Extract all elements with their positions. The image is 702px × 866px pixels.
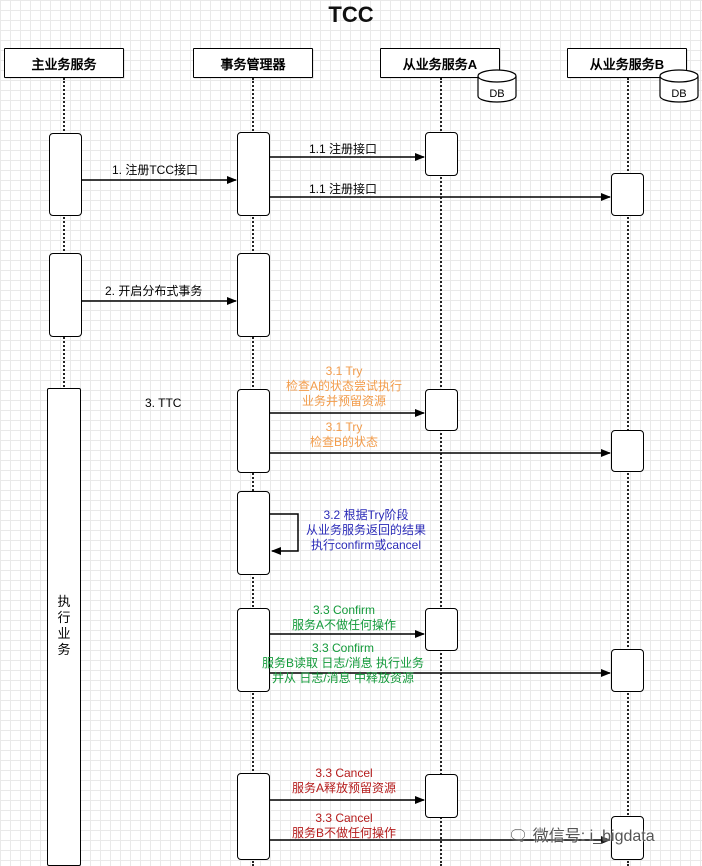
participant-main-service: 主业务服务 bbox=[4, 48, 124, 78]
lifeline-sub-service-a bbox=[440, 78, 442, 866]
activation-main-start bbox=[49, 253, 82, 337]
activation-tm-cancel bbox=[237, 773, 270, 860]
label-register-b: 1.1 注册接口 bbox=[309, 182, 378, 196]
activation-b-cancel bbox=[611, 816, 644, 860]
label-cancel-b: 3.3 Cancel 服务B不做任何操作 bbox=[291, 811, 396, 840]
label-decide: 3.2 根据Try阶段 从业务服务返回的结果 执行confirm或cancel bbox=[305, 508, 426, 552]
activation-a-register bbox=[425, 132, 458, 176]
database-b-icon: DB bbox=[659, 69, 699, 103]
arrow-decide-self bbox=[270, 513, 299, 555]
label-confirm-b: 3.3 Confirm 服务B读取 日志/消息 执行业务 并从 日志/消息 中释… bbox=[261, 641, 424, 685]
label-register-tcc: 1. 注册TCC接口 bbox=[112, 163, 199, 177]
label-ttc: 3. TTC bbox=[145, 396, 182, 410]
database-b-label: DB bbox=[671, 88, 686, 100]
activation-tm-try bbox=[237, 389, 270, 473]
activation-b-confirm bbox=[611, 649, 644, 692]
wechat-icon: 🗨 bbox=[508, 828, 529, 845]
watermark-text: 微信号: i_bigdata bbox=[532, 828, 655, 845]
participant-sub-service-b: 从业务服务B bbox=[567, 48, 687, 78]
participant-transaction-manager: 事务管理器 bbox=[193, 48, 313, 78]
label-cancel-a: 3.3 Cancel 服务A释放预留资源 bbox=[291, 766, 396, 795]
label-try-b: 3.1 Try 检查B的状态 bbox=[309, 420, 378, 449]
database-a-icon: DB bbox=[477, 69, 517, 103]
activation-tm-confirm bbox=[237, 608, 270, 692]
activation-b-register bbox=[611, 173, 644, 216]
activation-main-register bbox=[49, 133, 82, 216]
database-a-label: DB bbox=[489, 88, 504, 100]
activation-a-cancel bbox=[425, 774, 458, 818]
label-execute-business: 执行业务 bbox=[57, 594, 71, 657]
label-confirm-a: 3.3 Confirm 服务A不做任何操作 bbox=[291, 603, 396, 632]
activation-tm-decide bbox=[237, 491, 270, 575]
label-start-tx: 2. 开启分布式事务 bbox=[105, 284, 203, 298]
label-try-a: 3.1 Try 检查A的状态尝试执行 业务并预留资源 bbox=[285, 364, 402, 408]
activation-b-try bbox=[611, 430, 644, 472]
activation-tm-register bbox=[237, 132, 270, 216]
label-register-a: 1.1 注册接口 bbox=[309, 142, 378, 156]
watermark: 🗨 微信号: i_bigdata bbox=[508, 822, 655, 846]
lifeline-sub-service-b bbox=[627, 78, 629, 866]
activation-a-try bbox=[425, 389, 458, 431]
activation-main-execute bbox=[47, 388, 81, 866]
activation-tm-start bbox=[237, 253, 270, 337]
diagram-title: TCC bbox=[328, 2, 374, 27]
activation-a-confirm bbox=[425, 608, 458, 651]
